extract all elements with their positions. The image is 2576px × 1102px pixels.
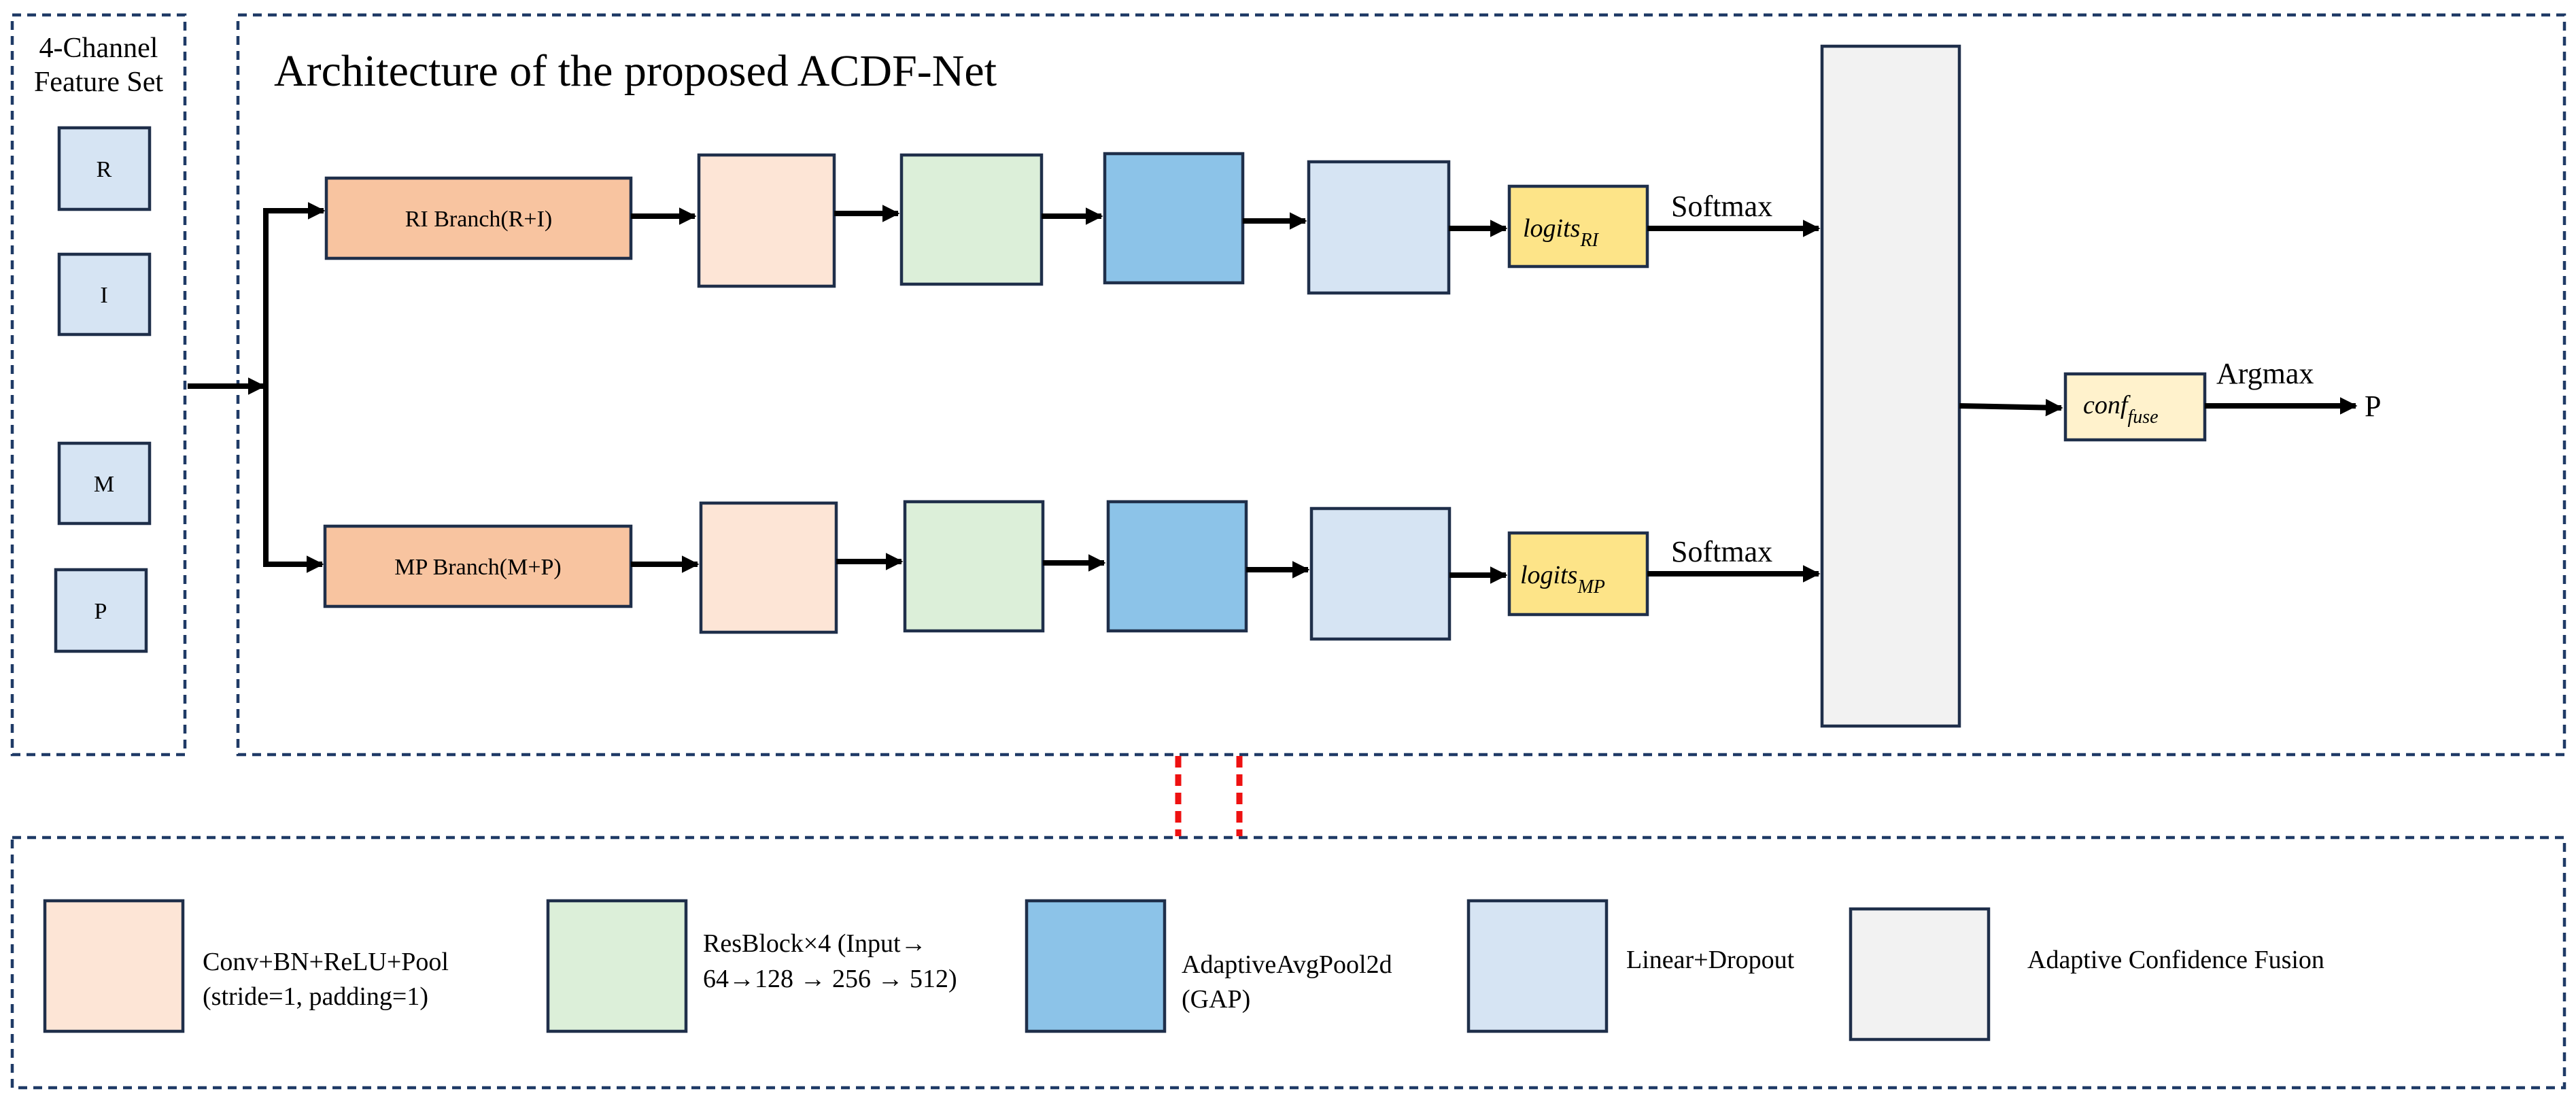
legend-resblock-label-line1: ResBlock×4 (Input→: [703, 929, 927, 958]
mp-logits-block: [1507, 531, 1649, 617]
mp-resblock: [903, 500, 1045, 633]
legend-fusion-swatch: [1849, 907, 1991, 1041]
mp-gap-block: [1106, 500, 1248, 633]
feature-set-label-line2: Feature Set: [34, 67, 163, 98]
mp-conv-block: [699, 501, 838, 634]
legend-conv-label-line2: (stride=1, padding=1): [203, 982, 428, 1011]
mp-softmax-label: Softmax: [1671, 535, 1772, 568]
legend-gap-swatch: [1025, 899, 1167, 1033]
argmax-label: Argmax: [2216, 357, 2314, 390]
output-label: P: [2365, 390, 2381, 423]
legend-gap-label-line2: (GAP): [1182, 985, 1250, 1014]
legend-resblock-label-line2: 64→128 → 256 → 512): [703, 965, 957, 993]
mp-branch-label: MP Branch(M+P): [394, 555, 562, 580]
conf-fuse-label: conffuse: [2083, 391, 2159, 428]
legend-resblock-swatch: [546, 899, 688, 1033]
ri-branch-block: [324, 176, 633, 260]
mp-logits-label: logitsMP: [1520, 561, 1605, 598]
channel-label-p: P: [95, 599, 107, 624]
legend-linear-label: Linear+Dropout: [1626, 946, 1795, 974]
mp-linear-block: [1309, 506, 1452, 641]
ri-softmax-label: Softmax: [1671, 190, 1772, 223]
channel-box-m: [57, 441, 152, 526]
fusion-block: [1820, 44, 1961, 728]
legend-linear-swatch: [1466, 899, 1609, 1033]
ri-logits-label: logitsRI: [1523, 214, 1600, 251]
architecture-panel: [236, 13, 2566, 757]
feature-set-label-line1: 4-Channel: [39, 33, 158, 64]
channel-label-i: I: [100, 283, 107, 308]
legend-gap-label-line1: AdaptiveAvgPool2d: [1182, 950, 1392, 979]
legend-fusion-label: Adaptive Confidence Fusion: [2027, 946, 2324, 974]
legend-conv-label-line1: Conv+BN+ReLU+Pool: [203, 948, 449, 976]
mp-branch-block: [323, 524, 633, 608]
legend-conv-swatch: [43, 899, 185, 1033]
ri-resblock: [899, 153, 1044, 286]
fusion-arrow: [1959, 398, 2063, 417]
channel-box-r: [57, 126, 152, 211]
channel-box-p: [54, 568, 148, 653]
ri-gap-block: [1103, 152, 1245, 285]
channel-label-m: M: [94, 472, 114, 497]
ri-conv-block: [697, 153, 836, 288]
feature-set-panel: [10, 13, 187, 757]
diagram-title: Architecture of the proposed ACDF-Net: [274, 46, 997, 96]
ri-branch-label: RI Branch(R+I): [405, 207, 553, 232]
conf-fuse-block: [2063, 372, 2207, 442]
legend-panel: [10, 836, 2566, 1090]
channel-box-i: [57, 252, 152, 337]
channel-label-r: R: [97, 157, 112, 182]
ri-linear-block: [1307, 160, 1451, 295]
